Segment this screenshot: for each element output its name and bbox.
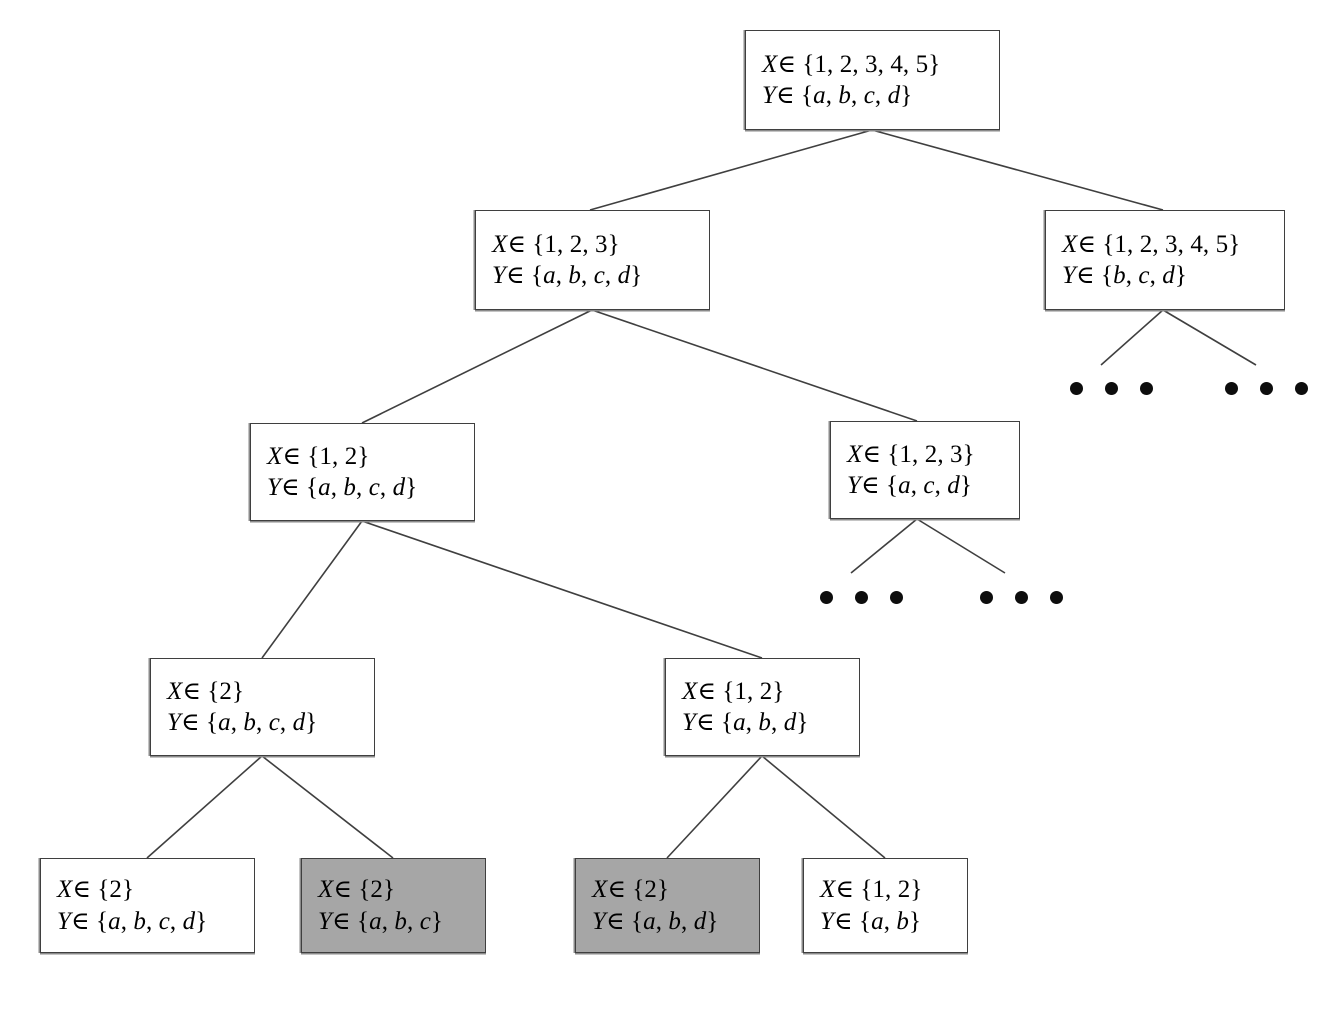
tree-edge-n6-to-leaf3 — [666, 755, 763, 859]
node-x-domain-label: X∈ {1, 2} — [682, 677, 785, 705]
ellipsis-dot — [1295, 382, 1308, 395]
ellipsis-dots-m2 — [980, 591, 1063, 604]
ellipsis-dot — [1225, 382, 1238, 395]
tree-node-n1[interactable]: X∈ {1, 2, 3} Y∈ {a, b, c, d} — [475, 210, 710, 310]
tree-node-root[interactable]: X∈ {1, 2, 3, 4, 5} Y∈ {a, b, c, d} — [745, 30, 1000, 130]
ellipsis-dot — [980, 591, 993, 604]
tree-edge-n2-to-dots-r2 — [1162, 309, 1257, 366]
tree-node-n3[interactable]: X∈ {1, 2} Y∈ {a, b, c, d} — [250, 423, 475, 521]
ellipsis-dots-r2 — [1225, 382, 1308, 395]
ellipsis-dot — [890, 591, 903, 604]
node-x-domain-label: X∈ {1, 2} — [820, 876, 923, 903]
node-y-domain-label: Y∈ {a, b, d} — [682, 709, 809, 736]
tree-node-n6[interactable]: X∈ {1, 2} Y∈ {a, b, d} — [665, 658, 860, 756]
node-y-domain-label: Y∈ {a, b, c, d} — [267, 474, 418, 501]
ellipsis-dot — [1260, 382, 1273, 395]
node-y-domain-label: Y∈ {a, b} — [820, 907, 922, 935]
tree-node-n5[interactable]: X∈ {2} Y∈ {a, b, c, d} — [150, 658, 375, 756]
ellipsis-dot — [1050, 591, 1063, 604]
node-y-domain-label: Y∈ {a, b, c, d} — [167, 709, 318, 736]
tree-edge-n1-to-n3 — [361, 309, 593, 424]
tree-node-leaf3[interactable]: X∈ {2} Y∈ {a, b, d} — [575, 858, 760, 953]
tree-node-leaf1[interactable]: X∈ {2} Y∈ {a, b, c, d} — [40, 858, 255, 953]
node-x-domain-label: X∈ {2} — [318, 876, 396, 903]
node-x-domain-label: X∈ {1, 2, 3} — [847, 440, 975, 468]
tree-edge-root-to-n1 — [589, 129, 873, 211]
node-x-domain-label: X∈ {1, 2} — [267, 442, 370, 470]
tree-node-n4[interactable]: X∈ {1, 2, 3} Y∈ {a, c, d} — [830, 421, 1020, 519]
ellipsis-dot — [1015, 591, 1028, 604]
node-x-domain-label: X∈ {1, 2, 3} — [492, 230, 620, 258]
node-y-domain-label: Y∈ {a, b, c, d} — [57, 907, 208, 935]
tree-edge-n3-to-n6 — [361, 520, 763, 659]
node-x-domain-label: X∈ {2} — [592, 876, 670, 903]
node-x-domain-label: X∈ {1, 2, 3, 4, 5} — [1062, 230, 1241, 258]
node-y-domain-label: Y∈ {a, b, c} — [318, 907, 444, 935]
node-y-domain-label: Y∈ {a, b, c, d} — [492, 262, 643, 289]
tree-node-leaf2[interactable]: X∈ {2} Y∈ {a, b, c} — [301, 858, 486, 953]
tree-edge-n6-to-leaf4 — [761, 755, 886, 859]
tree-edge-n4-to-dots-m1 — [850, 518, 918, 574]
tree-edge-n3-to-n5 — [261, 520, 363, 659]
tree-edge-n4-to-dots-m2 — [916, 518, 1006, 574]
node-y-domain-label: Y∈ {a, b, d} — [592, 907, 719, 935]
tree-edge-root-to-n2 — [871, 129, 1164, 211]
ellipsis-dot — [855, 591, 868, 604]
node-x-domain-label: X∈ {2} — [57, 876, 135, 903]
tree-node-leaf4[interactable]: X∈ {1, 2} Y∈ {a, b} — [803, 858, 968, 953]
ellipsis-dots-r1 — [1070, 382, 1153, 395]
tree-edge-n2-to-dots-r1 — [1100, 309, 1164, 366]
tree-edge-n5-to-leaf1 — [146, 755, 263, 859]
node-x-domain-label: X∈ {2} — [167, 677, 245, 705]
node-y-domain-label: Y∈ {a, c, d} — [847, 472, 973, 499]
ellipsis-dot — [820, 591, 833, 604]
ellipsis-dot — [1140, 382, 1153, 395]
node-y-domain-label: Y∈ {a, b, c, d} — [762, 82, 913, 109]
node-x-domain-label: X∈ {1, 2, 3, 4, 5} — [762, 50, 941, 78]
tree-edge-n5-to-leaf2 — [261, 755, 394, 859]
ellipsis-dot — [1105, 382, 1118, 395]
tree-edge-n1-to-n4 — [591, 309, 918, 422]
node-y-domain-label: Y∈ {b, c, d} — [1062, 262, 1188, 289]
ellipsis-dot — [1070, 382, 1083, 395]
ellipsis-dots-m1 — [820, 591, 903, 604]
tree-node-n2[interactable]: X∈ {1, 2, 3, 4, 5} Y∈ {b, c, d} — [1045, 210, 1285, 310]
